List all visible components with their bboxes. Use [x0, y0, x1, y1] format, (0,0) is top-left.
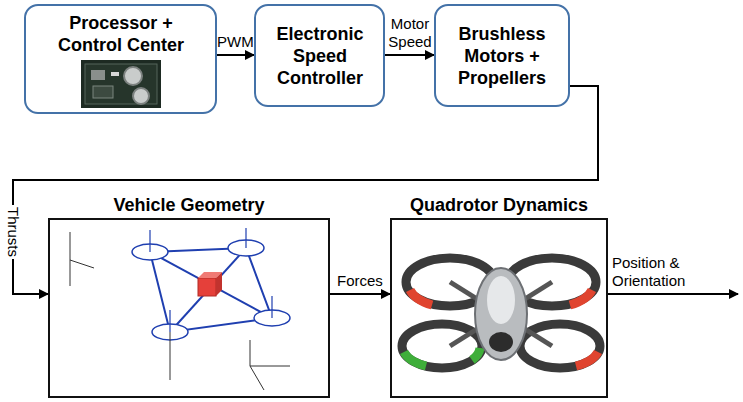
panel-frame [390, 218, 608, 398]
signal-label: Forces [337, 272, 383, 290]
processor-photo [81, 60, 161, 108]
signal-label: Thrusts [4, 205, 22, 259]
box-label: Brushless Motors + Propellers [443, 23, 561, 89]
box-label: Processor + Control Center [46, 12, 196, 56]
quadrotor-photo [392, 220, 606, 396]
output-arrow [608, 293, 738, 295]
output-label: Position & Orientation [612, 254, 740, 290]
panel-heading: Vehicle Geometry [48, 194, 330, 216]
process-box: Brushless Motors + Propellers [434, 4, 570, 107]
process-box: Processor + Control Center [24, 4, 217, 114]
signal-label: PWM [217, 33, 254, 51]
process-box: Electronic Speed Controller [254, 4, 385, 107]
panel-heading: Quadrotor Dynamics [390, 194, 608, 216]
connector-arrow [385, 54, 434, 56]
diagram-panel: Vehicle Geometry [48, 194, 330, 398]
vehicle-geometry-figure [50, 220, 328, 396]
box-label: Electronic Speed Controller [264, 23, 376, 89]
connector-arrow [330, 293, 390, 295]
signal-label: Motor Speed [387, 15, 433, 51]
connector-arrow [217, 54, 254, 56]
panel-frame [48, 218, 330, 398]
diagram-panel: Quadrotor Dynamics [390, 194, 608, 398]
